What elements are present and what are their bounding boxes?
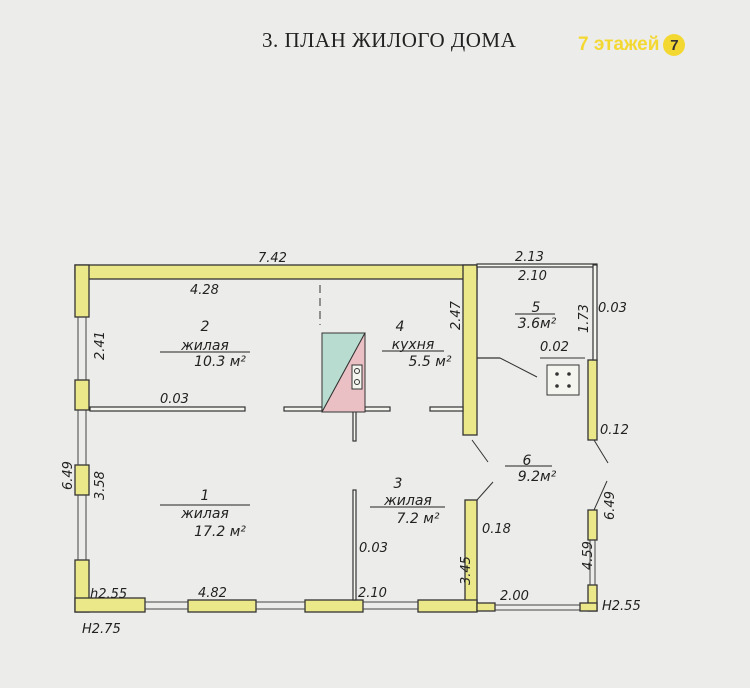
- dim-partition-v: 0.03: [359, 541, 388, 556]
- dim-left-upper: 2.41: [93, 331, 108, 360]
- height-left-inner: h2.55: [90, 587, 127, 602]
- cooktop-icon: [546, 364, 580, 396]
- dim-bottom-1: 4.82: [198, 586, 227, 601]
- dim-bottom-3: 2.00: [500, 589, 529, 604]
- room-2-name: жилая: [180, 338, 229, 354]
- dim-left-lower: 3.58: [93, 471, 108, 500]
- room-2-area: 10.3 м²: [194, 354, 246, 370]
- dim-room3-height: 3.45: [459, 556, 474, 585]
- room-4-name: кухня: [392, 337, 435, 353]
- dim-top-inner: 4.28: [190, 283, 219, 298]
- room-2-number: 2: [201, 319, 210, 335]
- windows: [77, 317, 596, 611]
- room-1-number: 1: [201, 488, 210, 504]
- dim-top-outer: 7.42: [258, 251, 287, 266]
- watermark: 7 этажей 7: [578, 34, 686, 56]
- dim-annex-wall: 0.03: [598, 301, 627, 316]
- height-right: H2.55: [602, 599, 641, 614]
- room-4-number: 4: [396, 319, 405, 335]
- room-3-number: 3: [394, 476, 403, 492]
- dimensions: 7.42 4.28 2.13 2.10 2.41 3.58 6.49 2.47 …: [61, 250, 641, 637]
- room-3-area: 7.2 м²: [397, 511, 440, 527]
- room-labels: 1 жилая 17.2 м² 2 жилая 10.3 м² 3 жилая …: [160, 300, 557, 540]
- room-5-area: 3.6м²: [518, 316, 557, 332]
- watermark-badge: 7: [663, 34, 686, 56]
- dim-annex-inner: 2.10: [518, 269, 547, 284]
- height-left-outer: H2.75: [82, 622, 121, 637]
- room-1-name: жилая: [180, 506, 229, 522]
- dim-wall-018: 0.18: [482, 522, 511, 537]
- dim-annex-partition: 0.02: [540, 340, 569, 355]
- dim-hall-wall: 0.12: [600, 423, 629, 438]
- stove: [321, 332, 366, 413]
- room-3-name: жилая: [383, 493, 432, 509]
- dim-annex-height: 1.73: [577, 304, 592, 333]
- dim-left-total: 6.49: [61, 461, 76, 490]
- plan-title: 3. ПЛАН ЖИЛОГО ДОМА: [262, 28, 517, 52]
- room-1-area: 17.2 м²: [194, 524, 246, 540]
- room-5-number: 5: [532, 300, 541, 316]
- partitions: [89, 263, 609, 601]
- room-6-area: 9.2м²: [518, 469, 557, 485]
- dim-partition-h: 0.03: [160, 392, 189, 407]
- dim-right-total: 6.49: [603, 491, 618, 520]
- dim-bottom-2: 2.10: [358, 586, 387, 601]
- room-6-number: 6: [523, 453, 532, 469]
- watermark-text: 7 этажей: [578, 34, 660, 55]
- room-4-area: 5.5 м²: [409, 354, 452, 370]
- dim-kitchen-height: 2.47: [449, 300, 464, 330]
- dim-right-lower: 4.59: [581, 541, 596, 570]
- dim-annex-outer: 2.13: [515, 250, 544, 265]
- walls: [74, 264, 598, 613]
